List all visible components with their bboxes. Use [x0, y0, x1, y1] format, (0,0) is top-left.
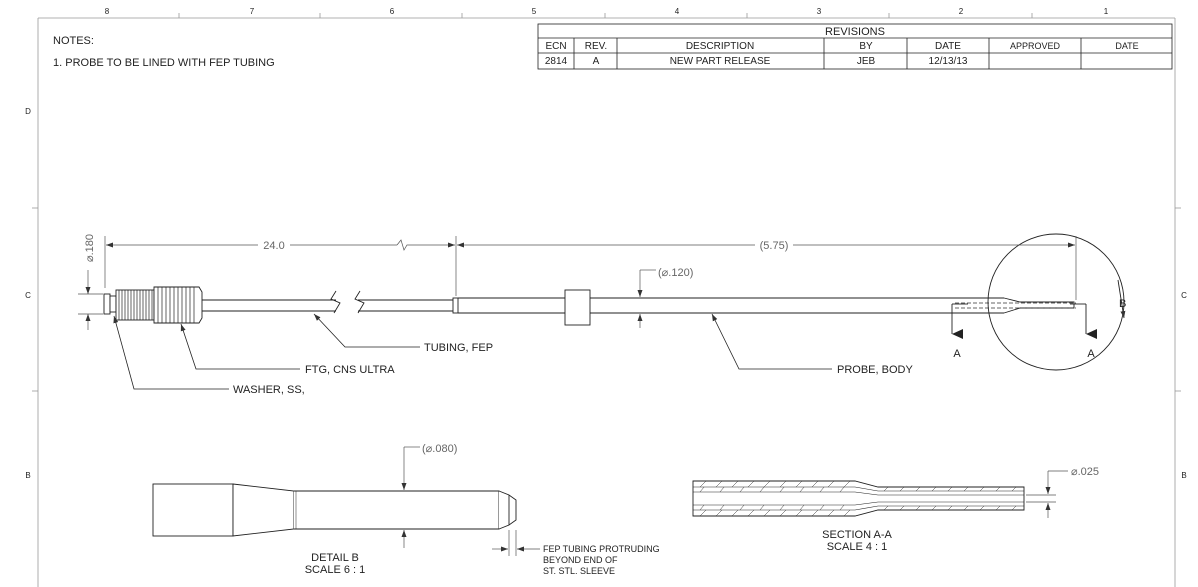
detail-b-marker: B: [1119, 298, 1126, 310]
revisions-cell: 12/13/13: [929, 56, 968, 67]
revisions-header: DESCRIPTION: [686, 41, 754, 52]
break-mark: [354, 290, 365, 314]
revisions-header: DATE: [935, 41, 961, 52]
section-marker-a: A: [1087, 348, 1095, 360]
revisions-cell: A: [593, 56, 600, 67]
revisions-header: REV.: [585, 41, 607, 52]
washer-part: [103, 293, 111, 315]
zone-label: 6: [390, 7, 395, 16]
revisions-table: REVISIONS ECN REV. DESCRIPTION BY DATE A…: [537, 23, 1173, 70]
revisions-header: DATE: [1115, 41, 1138, 51]
zone-label: C: [1181, 291, 1187, 300]
note-item: 1. PROBE TO BE LINED WITH FEP TUBING: [53, 57, 275, 69]
detail-scale: SCALE 6 : 1: [305, 564, 366, 576]
fep-tubing: [202, 290, 453, 314]
probe-dia-dim: (⌀.120): [658, 267, 693, 279]
fitting-thread-lines: [118, 287, 195, 323]
leader-probe: [711, 313, 832, 370]
revisions-title: REVISIONS: [825, 26, 885, 38]
callout-tubing: TUBING, FEP: [424, 342, 493, 354]
zone-label: B: [1181, 471, 1186, 480]
notes-heading: NOTES:: [53, 35, 94, 47]
revisions-cell: 2814: [545, 56, 568, 67]
fitting-dia-dim: ⌀.180: [84, 234, 96, 262]
revisions-header: APPROVED: [1010, 41, 1061, 51]
probe-collar: [564, 289, 591, 326]
revisions-cell: NEW PART RELEASE: [670, 56, 771, 67]
section-marker-a: A: [953, 348, 961, 360]
zone-label: 7: [250, 7, 255, 16]
protrude-note: ST. STL. SLEEVE: [543, 566, 615, 576]
section-aa-view: ⌀.025 SECTION A-A SCALE 4 : 1: [692, 466, 1099, 553]
detail-dia-dim: (⌀.080): [422, 443, 457, 455]
break-mark: [330, 290, 341, 314]
zone-label: B: [25, 471, 30, 480]
zone-labels-top: 8 7 6 5 4 3 2 1: [105, 7, 1109, 16]
detail-b-view: (⌀.080) FEP TUBING PROTRUDING BEYOND END…: [152, 443, 660, 576]
callout-fitting: FTG, CNS ULTRA: [305, 364, 395, 376]
zone-label: 4: [675, 7, 680, 16]
probe-length-dim: (5.75): [760, 240, 789, 252]
callout-probe: PROBE, BODY: [837, 364, 913, 376]
protrude-note: FEP TUBING PROTRUDING: [543, 544, 660, 554]
section-dia-dim: ⌀.025: [1071, 466, 1099, 478]
zone-label: 3: [817, 7, 822, 16]
callout-washer: WASHER, SS,: [233, 384, 305, 396]
leader-washer: [113, 315, 229, 390]
probe-body: [452, 289, 1075, 326]
section-title: SECTION A-A: [822, 529, 892, 541]
zone-label: 2: [959, 7, 964, 16]
detail-b-circle: [987, 233, 1125, 371]
zone-label: 5: [532, 7, 537, 16]
protrude-note: BEYOND END OF: [543, 555, 618, 565]
assembly-view: B A A 24.0 (5.75): [78, 233, 1126, 396]
zone-label: 8: [105, 7, 110, 16]
zone-label: D: [25, 107, 31, 116]
tubing-length-dim: 24.0: [263, 240, 284, 252]
zone-labels-side: D C B C B: [25, 107, 1187, 480]
section-scale: SCALE 4 : 1: [827, 541, 888, 553]
zone-label: C: [25, 291, 31, 300]
revisions-cell: JEB: [857, 56, 876, 67]
zone-label: 1: [1104, 7, 1109, 16]
section-hatching: [699, 480, 1017, 517]
leader-fitting: [180, 323, 300, 370]
probe-hidden-lines: [955, 302, 1076, 309]
leader-tubing: [313, 313, 420, 348]
sheet-border: [32, 13, 1181, 587]
revisions-header: BY: [859, 41, 873, 52]
revisions-header: ECN: [545, 41, 566, 52]
detail-title: DETAIL B: [311, 552, 359, 564]
